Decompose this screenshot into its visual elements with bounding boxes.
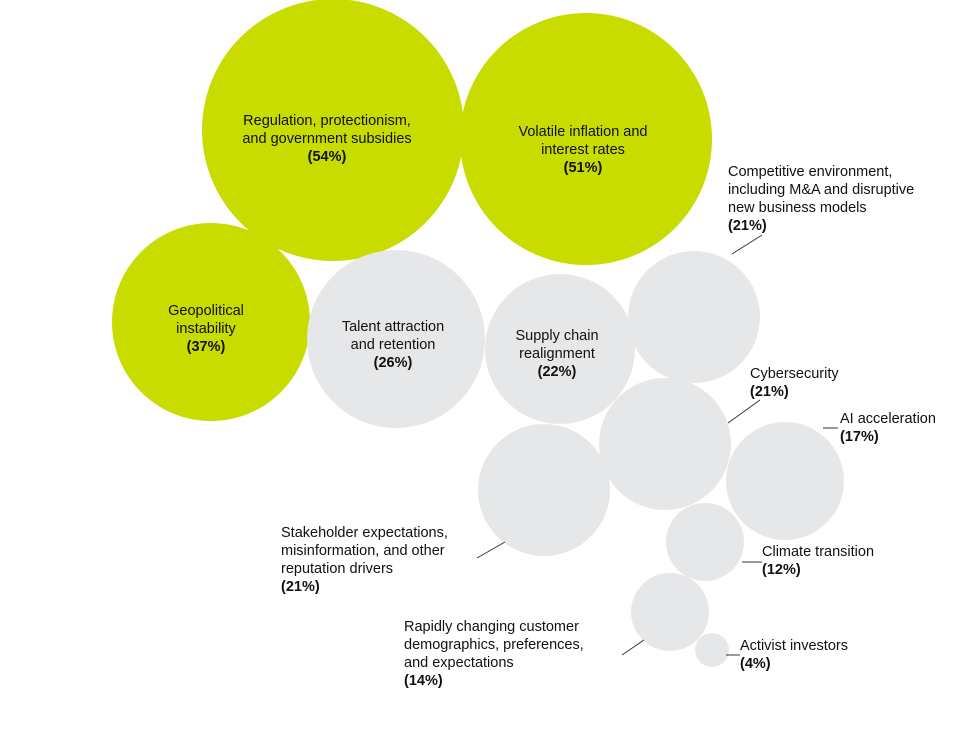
- bubble-label-line: Stakeholder expectations,: [281, 525, 448, 541]
- labels-layer: Regulation, protectionism, and government…: [168, 113, 936, 689]
- bubble-label-line: new business models: [728, 200, 867, 216]
- bubble-percent-label: (4%): [740, 656, 771, 672]
- leader-lines-layer: [476, 234, 838, 656]
- bubble-8: [726, 422, 844, 540]
- bubble-4: [485, 274, 635, 424]
- bubble-label-line: Climate transition: [762, 544, 874, 560]
- bubble-label-line: Activist investors: [740, 638, 848, 654]
- bubble-1: [460, 13, 712, 265]
- bubble-label-9: Climate transition (12%): [762, 544, 874, 578]
- bubble-label-0: Regulation, protectionism, and government…: [242, 113, 411, 165]
- bubble-percent-label: (37%): [187, 339, 226, 355]
- bubble-label-line: including M&A and disruptive: [728, 182, 914, 198]
- leader-line-6: [727, 399, 761, 424]
- bubble-label-line: interest rates: [541, 142, 625, 158]
- bubble-label-line: and expectations: [404, 655, 514, 671]
- bubble-label-line: Rapidly changing customer: [404, 619, 579, 635]
- bubble-label-5: Competitive environment, including M&A an…: [728, 164, 914, 234]
- bubble-3: [307, 250, 485, 428]
- bubble-5: [628, 251, 760, 383]
- bubble-label-3: Talent attraction and retention (26%): [342, 319, 444, 371]
- bubble-label-line: and government subsidies: [242, 131, 411, 147]
- bubble-6: [599, 378, 731, 510]
- bubble-10: [631, 573, 709, 651]
- bubble-percent-label: (14%): [404, 673, 443, 689]
- bubble-label-line: realignment: [519, 346, 595, 362]
- bubble-label-line: Geopolitical: [168, 303, 244, 319]
- bubble-2: [112, 223, 310, 421]
- bubble-label-line: Regulation, protectionism,: [243, 113, 411, 129]
- bubble-label-line: Competitive environment,: [728, 164, 892, 180]
- bubble-label-1: Volatile inflation and interest rates (51%…: [519, 124, 648, 176]
- bubbles-layer: [112, 0, 844, 667]
- bubble-percent-label: (22%): [538, 364, 577, 380]
- bubble-label-line: instability: [176, 321, 236, 337]
- bubble-label-4: Supply chain realignment (22%): [515, 328, 598, 380]
- bubble-label-line: Talent attraction: [342, 319, 444, 335]
- leader-line-7: [476, 541, 506, 559]
- bubble-label-line: Supply chain: [515, 328, 598, 344]
- bubble-label-line: demographics, preferences,: [404, 637, 584, 653]
- bubble-percent-label: (26%): [374, 355, 413, 371]
- bubble-label-7: Stakeholder expectations, misinformation,…: [281, 525, 448, 595]
- bubble-percent-label: (12%): [762, 562, 801, 578]
- bubble-percent-label: (54%): [308, 149, 347, 165]
- bubble-7: [478, 424, 610, 556]
- leader-line-10: [621, 639, 645, 656]
- bubble-label-line: AI acceleration: [840, 411, 936, 427]
- bubble-percent-label: (21%): [728, 218, 767, 234]
- bubble-label-line: misinformation, and other: [281, 543, 445, 559]
- bubble-label-8: AI acceleration (17%): [840, 411, 936, 445]
- bubble-percent-label: (17%): [840, 429, 879, 445]
- bubble-label-line: Volatile inflation and: [519, 124, 648, 140]
- bubble-0: [202, 0, 464, 261]
- bubble-percent-label: (21%): [281, 579, 320, 595]
- bubble-11: [695, 633, 729, 667]
- bubble-9: [666, 503, 744, 581]
- leader-line-5: [731, 234, 763, 255]
- bubble-label-11: Activist investors (4%): [740, 638, 848, 672]
- bubble-percent-label: (51%): [564, 160, 603, 176]
- bubble-percent-label: (21%): [750, 384, 789, 400]
- bubble-label-line: reputation drivers: [281, 561, 393, 577]
- bubble-label-2: Geopolitical instability (37%): [168, 303, 244, 355]
- bubble-label-6: Cybersecurity (21%): [750, 366, 839, 400]
- bubble-label-line: and retention: [351, 337, 436, 353]
- bubble-label-10: Rapidly changing customer demographics, p…: [404, 619, 584, 689]
- bubble-label-line: Cybersecurity: [750, 366, 839, 382]
